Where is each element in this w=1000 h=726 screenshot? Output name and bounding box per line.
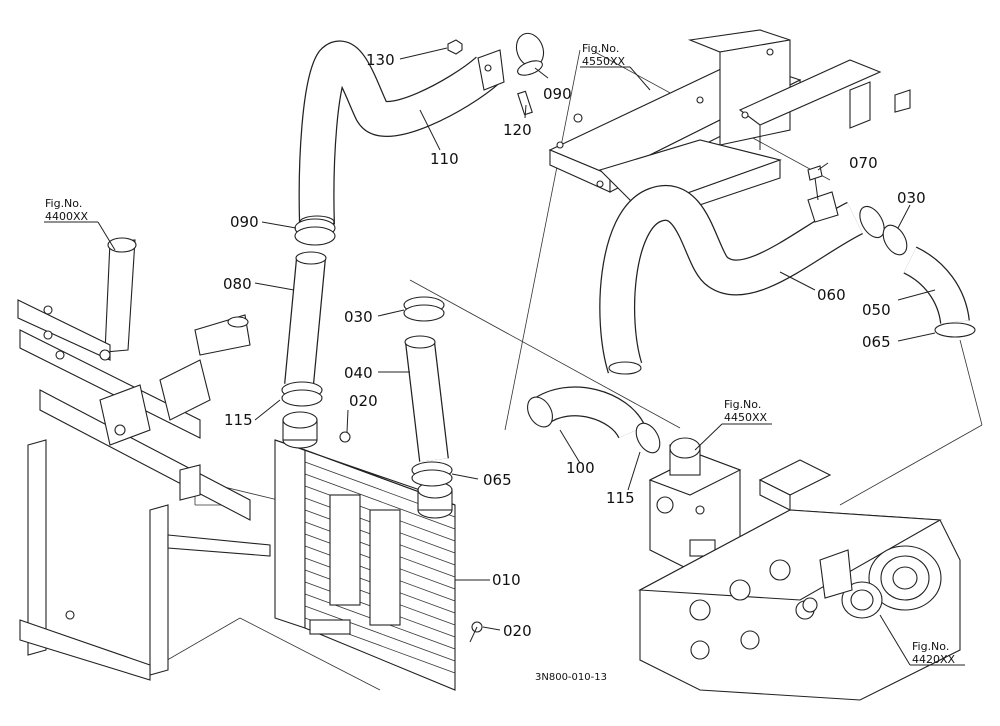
throttle-4450xx [648,437,742,571]
hose-050 [902,246,970,325]
fig-4550xx-number: 4550XX [582,55,626,68]
reference-lines [149,49,983,691]
hose-060 [599,185,885,375]
intercooler-010 [274,411,456,691]
part-label-065-right: 065 [862,333,891,351]
part-label-100: 100 [566,459,595,477]
fig-4420xx-caption: Fig.No. [912,640,949,653]
fig-4400xx-caption: Fig.No. [45,197,82,210]
part-label-090-lower: 090 [230,213,259,231]
part-label-115-left: 115 [224,411,253,429]
fig-ref-4400xx: Fig.No. 4400XX [45,197,89,223]
engine-4420xx [638,459,961,701]
drawing-number: 3N800-010-13 [535,672,607,683]
part-labels: 130 090 120 110 090 080 030 040 115 020 … [223,51,926,640]
part-label-070: 070 [849,154,878,172]
hose-110 [298,40,505,229]
part-label-090-upper: 090 [543,85,572,103]
part-label-065-left: 065 [483,471,512,489]
fig-4420xx-number: 4420XX [912,653,956,666]
hose-100 [527,386,646,440]
fig-ref-4450xx: Fig.No. 4450XX [724,398,768,424]
part-label-110: 110 [430,150,459,168]
frame-4550xx [548,29,911,226]
fasteners [339,39,823,643]
leader-lines [44,47,965,666]
fig-ref-4420xx: Fig.No. 4420XX [912,640,956,666]
part-label-030-right: 030 [897,189,926,207]
fig-ref-4550xx: Fig.No. 4550XX [582,42,626,68]
hose-040 [404,335,449,462]
part-label-080: 080 [223,275,252,293]
hose-080 [284,251,327,387]
fig-4450xx-caption: Fig.No. [724,398,761,411]
fig-4450xx-number: 4450XX [724,411,768,424]
part-label-120: 120 [503,121,532,139]
part-label-060: 060 [817,286,846,304]
part-label-040: 040 [344,364,373,382]
part-label-030-left: 030 [344,308,373,326]
part-label-115-right: 115 [606,489,635,507]
part-label-130: 130 [366,51,395,69]
fig-4550xx-caption: Fig.No. [582,42,619,55]
clamps [281,32,976,487]
frame-4400xx [17,237,271,681]
fig-4400xx-number: 4400XX [45,210,89,223]
part-label-050: 050 [862,301,891,319]
part-label-020-lower: 020 [503,622,532,640]
part-label-010: 010 [492,571,521,589]
part-label-020-upper: 020 [349,392,378,410]
